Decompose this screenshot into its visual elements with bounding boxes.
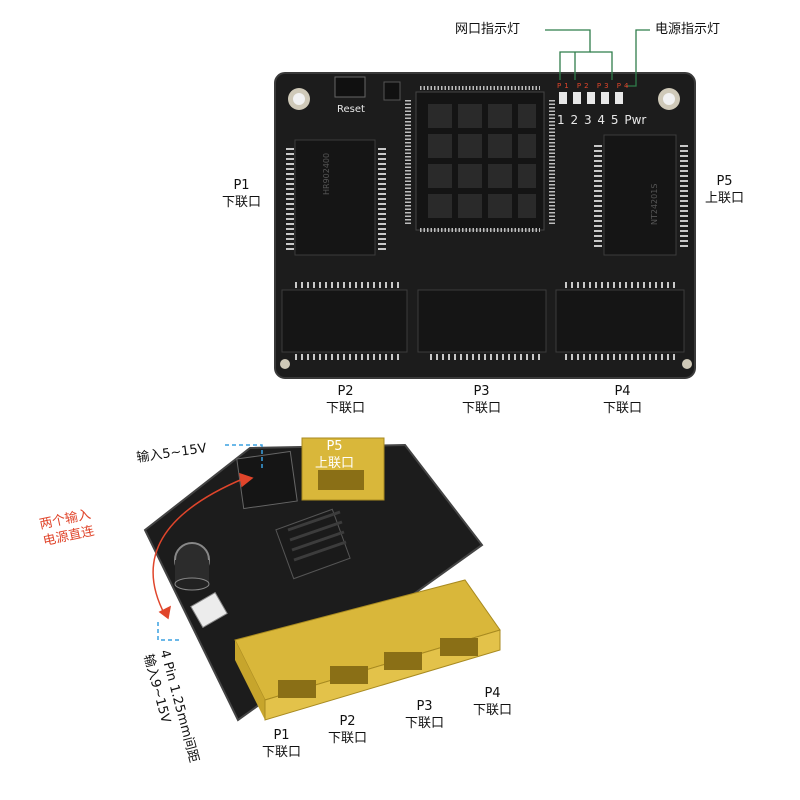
dc-power-jack: [236, 450, 298, 510]
top-pcb-board: [274, 29, 696, 379]
led-mark-p3: P3: [596, 82, 612, 90]
led-number-row: 1 2 3 4 5 Pwr: [557, 113, 646, 127]
led-number-3: 3: [583, 113, 592, 127]
led-red-marks: P1 P2 P3 P4: [557, 82, 631, 90]
bottom-pcb-board: [143, 437, 501, 722]
led-number-1: 1: [557, 113, 565, 127]
transformer-chip-left: [294, 139, 376, 256]
led-mark-p2: P2: [576, 82, 592, 90]
led-indicators: [559, 92, 623, 104]
led-number-pwr: Pwr: [624, 113, 647, 127]
led-mark-p1: P1: [557, 82, 572, 90]
led-mark-p4: P4: [616, 82, 632, 90]
callout-power-led: 电源指示灯: [655, 22, 721, 37]
transformer-bottom-2: [417, 289, 547, 353]
transformer-chip-right: [603, 134, 677, 256]
led-number-2: 2: [570, 113, 579, 127]
reset-label: Reset: [337, 104, 365, 115]
callout-port-led: 网口指示灯: [455, 22, 521, 37]
led-number-4: 4: [597, 113, 606, 127]
led-number-5: 5: [610, 113, 619, 127]
chip-marking-left: HR902400: [322, 152, 331, 195]
reset-switch: [334, 76, 366, 98]
transformer-bottom-3: [555, 289, 685, 353]
4pin-power-connector: [190, 591, 228, 629]
chip-marking-right: NT24201S: [650, 183, 659, 225]
transformer-bottom-1: [281, 289, 408, 353]
